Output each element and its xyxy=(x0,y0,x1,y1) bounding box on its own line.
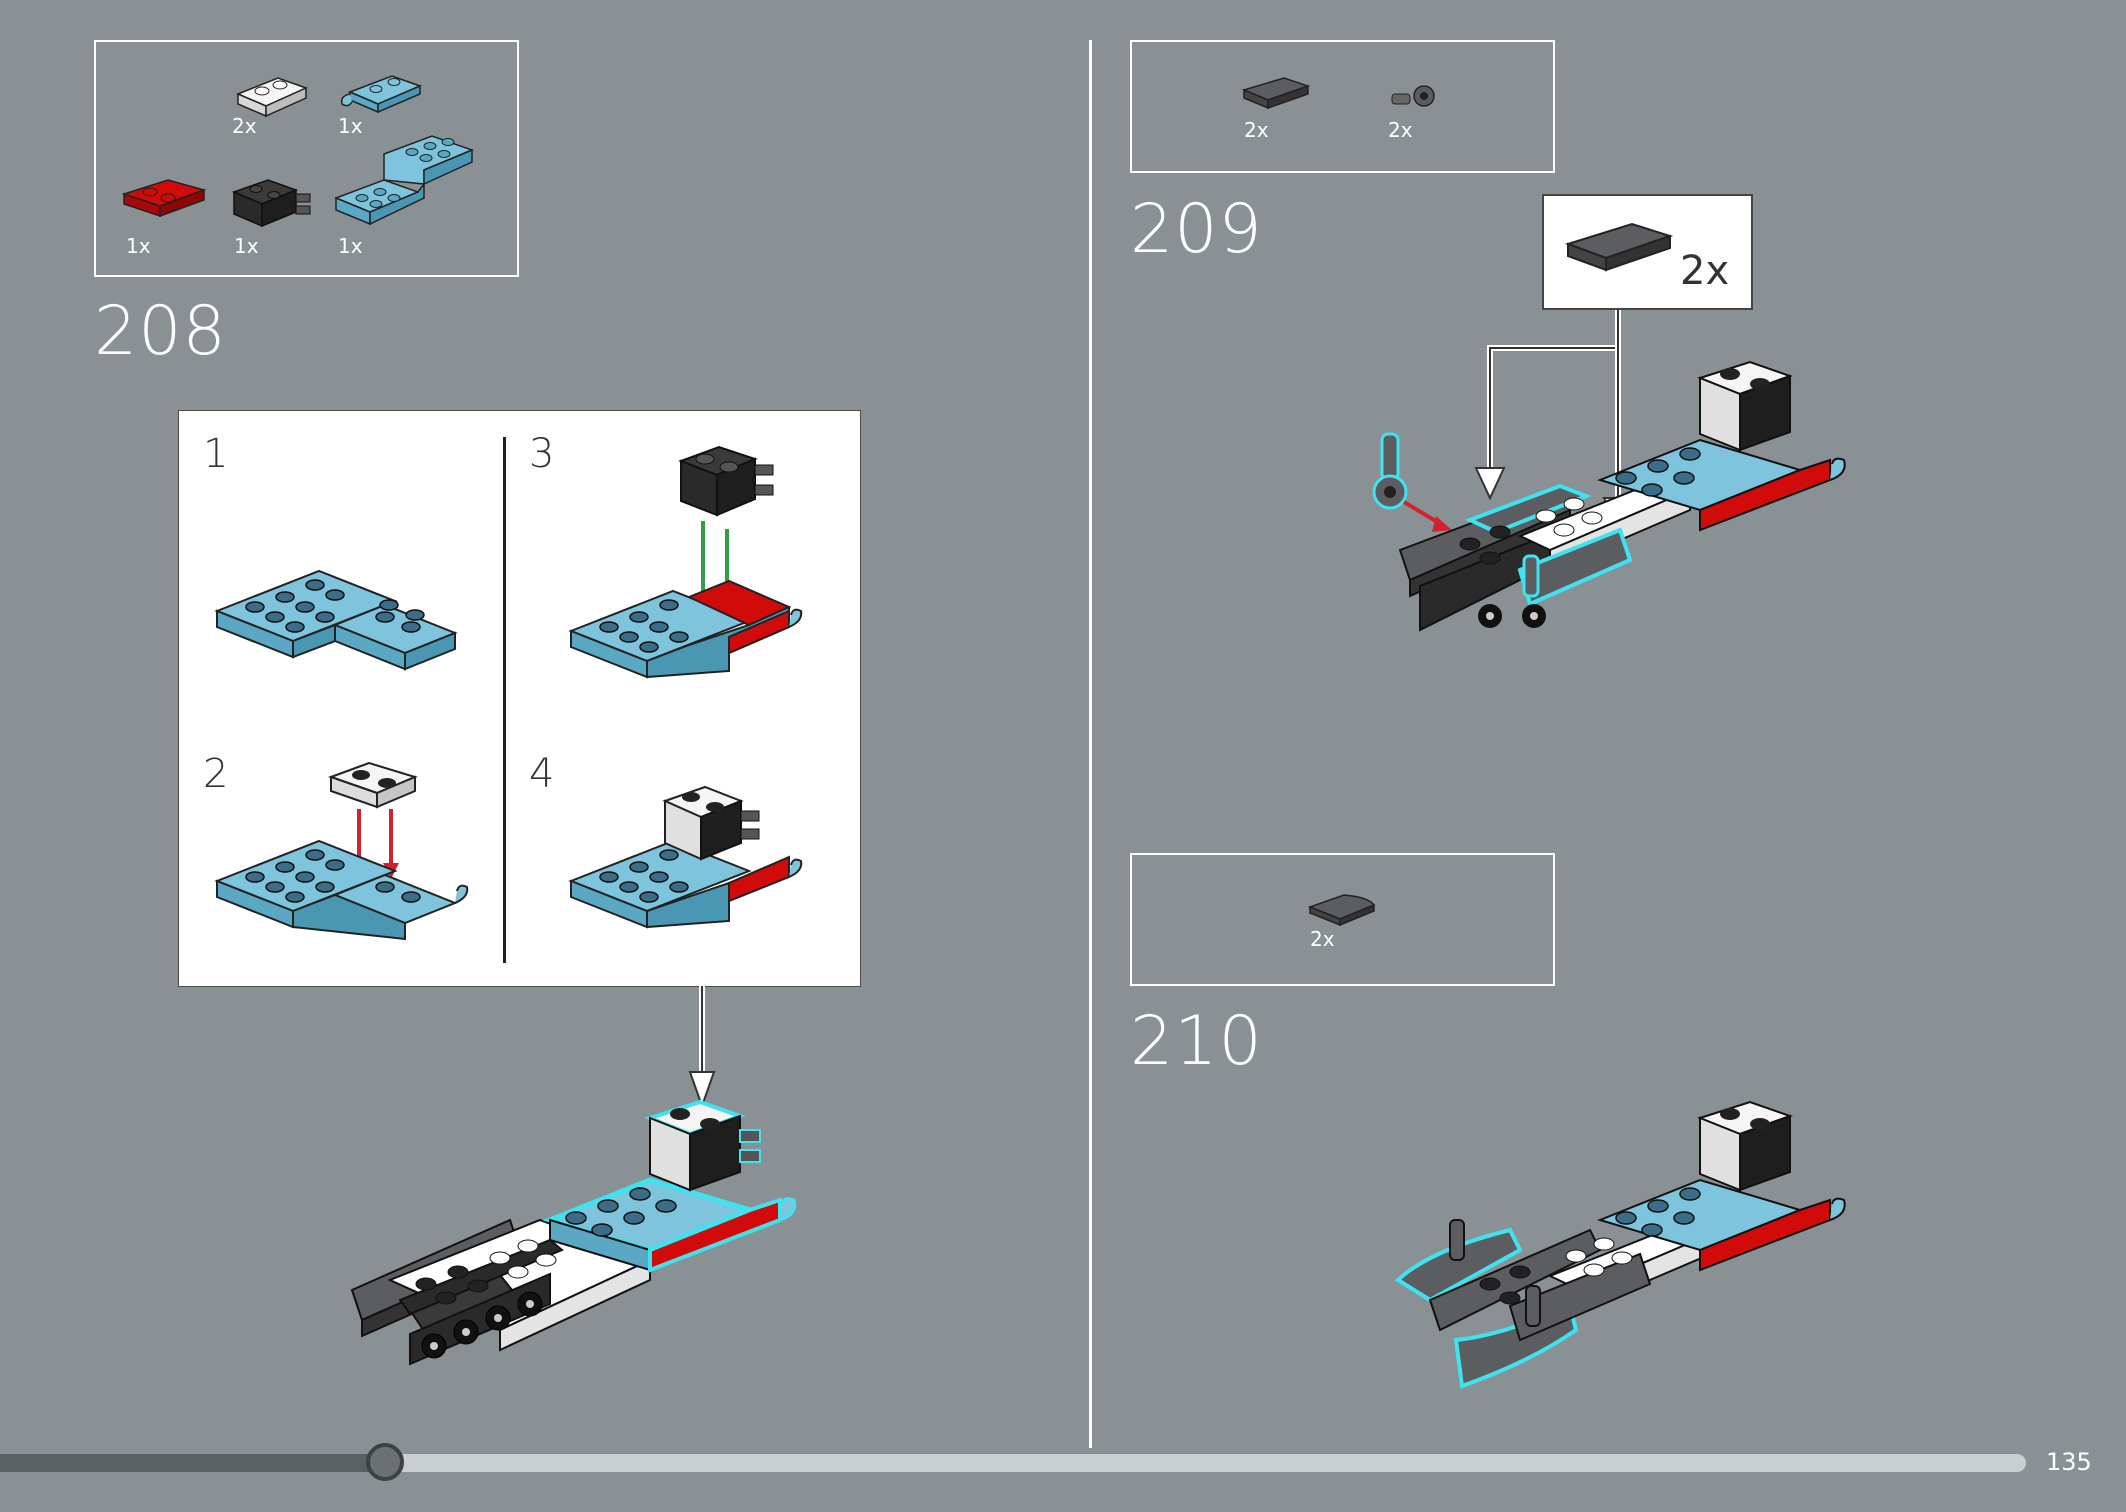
parts-list-step-209: 2x 2x xyxy=(1130,40,1555,173)
progress-track[interactable] xyxy=(0,1454,2026,1472)
parts-list-step-210: 2x xyxy=(1130,853,1555,986)
progress-fill xyxy=(0,1454,385,1472)
part-qty: 2x xyxy=(1310,927,1335,951)
light-blue-stepped-plate-icon xyxy=(333,135,475,226)
substep-number: 4 xyxy=(529,751,555,797)
part-qty: 1x xyxy=(338,234,363,258)
progress-knob[interactable] xyxy=(366,1443,404,1481)
curved-slope-icon xyxy=(1307,894,1376,927)
step-number-209: 209 xyxy=(1130,190,1263,269)
part-qty: 2x xyxy=(232,114,257,138)
parts-list-step-208: 2x 1x 1x 1x xyxy=(94,40,519,277)
model-step-210 xyxy=(1394,1100,1846,1389)
model-step-209 xyxy=(1372,360,1846,632)
substep-1-model xyxy=(214,569,458,671)
part-qty: 2x xyxy=(1388,118,1413,142)
callout-box: 2x xyxy=(1542,194,1753,310)
dark-gray-tile-icon xyxy=(1564,222,1674,272)
dark-gray-tile-icon xyxy=(1241,77,1311,110)
substep-2-model xyxy=(214,761,469,941)
substep-3-model xyxy=(568,445,803,679)
red-plate-icon xyxy=(121,179,207,218)
connector-arrow xyxy=(688,986,716,1110)
part-qty: 1x xyxy=(126,234,151,258)
part-qty: 2x xyxy=(1244,118,1269,142)
bar-holder-clip-icon xyxy=(1391,85,1435,107)
white-plate-icon xyxy=(236,77,309,118)
callout-qty: 2x xyxy=(1680,248,1730,294)
part-qty: 1x xyxy=(234,234,259,258)
page-divider xyxy=(1089,40,1092,1448)
model-step-208 xyxy=(350,1099,797,1366)
part-qty: 1x xyxy=(338,114,363,138)
black-brick-side-studs-icon xyxy=(231,179,311,228)
sub-panel-divider xyxy=(503,437,506,963)
sub-assembly-panel: 1 2 3 4 xyxy=(178,410,861,987)
step-number-208: 208 xyxy=(94,292,227,371)
substep-4-model xyxy=(568,785,803,929)
light-blue-clip-plate-icon xyxy=(340,75,423,114)
substep-number: 2 xyxy=(203,751,229,797)
substep-number: 1 xyxy=(203,431,229,477)
substep-number: 3 xyxy=(529,431,555,477)
step-number-210: 210 xyxy=(1130,1002,1263,1081)
page-number: 135 xyxy=(2046,1448,2092,1476)
